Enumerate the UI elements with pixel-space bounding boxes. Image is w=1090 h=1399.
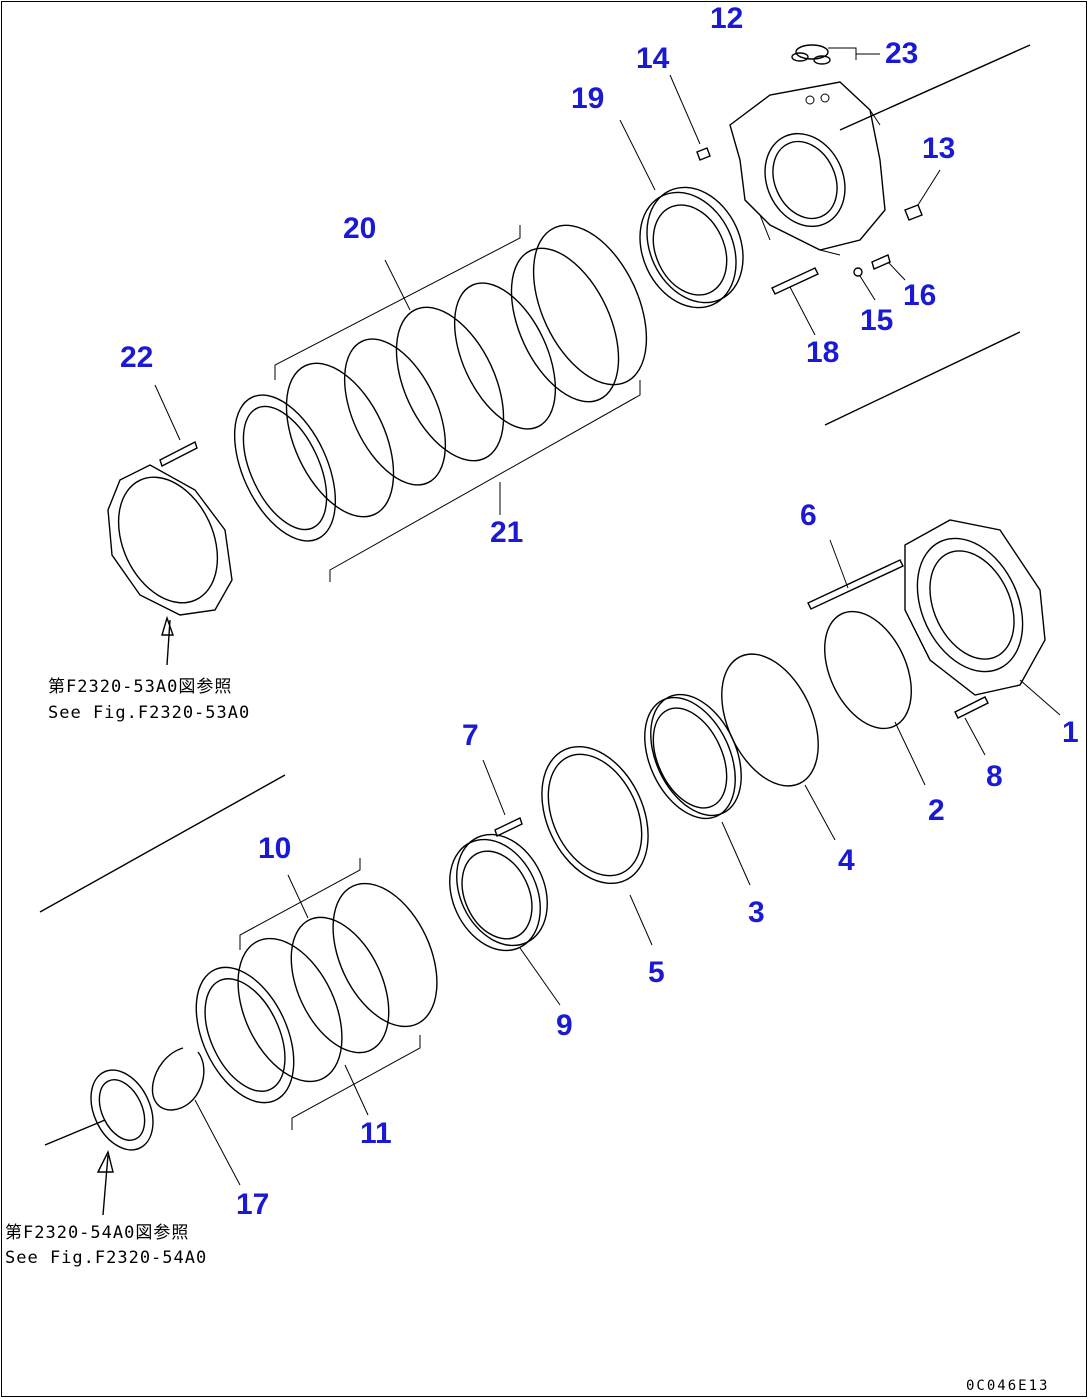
label-22: 22 [120,341,153,374]
part-4-ring [721,653,836,841]
label-5: 5 [648,956,665,989]
label-1: 1 [1062,716,1079,749]
parts-15-16-18 [771,254,906,336]
lower-retainer [90,1069,154,1216]
label-15: 15 [860,304,893,337]
label-4: 4 [838,844,855,877]
part-9-hub [449,833,561,1006]
ref-lower-jp: 第F2320-54A0図参照 [5,1223,189,1243]
label-18: 18 [806,336,839,369]
label-13: 13 [922,132,955,165]
label-9: 9 [556,1009,573,1042]
label-20: 20 [343,212,376,245]
part-22-retainer [107,384,233,666]
callout-labels: 1 2 3 4 5 6 7 8 9 10 11 12 13 14 15 16 1… [120,2,1079,1221]
part-13-plug [904,169,941,221]
label-3: 3 [748,896,765,929]
figure-references: 第F2320-53A0図参照 See Fig.F2320-53A0 第F2320… [5,677,250,1268]
part-23-orings [791,44,880,65]
part-14-plug [669,74,711,161]
label-7: 7 [462,719,479,752]
label-6: 6 [800,499,817,532]
label-8: 8 [986,760,1003,793]
axis-lines [39,44,1031,1146]
label-21: 21 [490,516,523,549]
part-1-housing [904,519,1061,716]
part-5-plate [541,745,653,946]
upper-clutch-pack [233,224,648,582]
label-11: 11 [360,1117,392,1150]
label-23: 23 [885,37,918,70]
ref-upper-jp: 第F2320-53A0図参照 [48,677,232,697]
part-17-snap-ring [151,1047,241,1186]
ref-lower-en: See Fig.F2320-54A0 [5,1248,207,1268]
part-8-pin [954,696,989,756]
ref-upper-en: See Fig.F2320-53A0 [48,703,250,723]
lower-clutch-pack [195,858,438,1130]
label-14: 14 [636,42,670,75]
label-16: 16 [903,279,936,312]
part-19-hub [619,119,744,309]
label-10: 10 [258,832,291,865]
part-7-spring [482,759,523,837]
label-12: 12 [710,2,743,35]
part-2-ring [824,610,926,786]
label-19: 19 [571,82,604,115]
part-3-piston [644,693,751,886]
label-2: 2 [928,794,945,827]
drawing-code: 0C046E13 [966,1378,1049,1394]
label-17: 17 [236,1188,269,1221]
part-6-pin [807,539,904,610]
part-12-housing [729,81,886,256]
